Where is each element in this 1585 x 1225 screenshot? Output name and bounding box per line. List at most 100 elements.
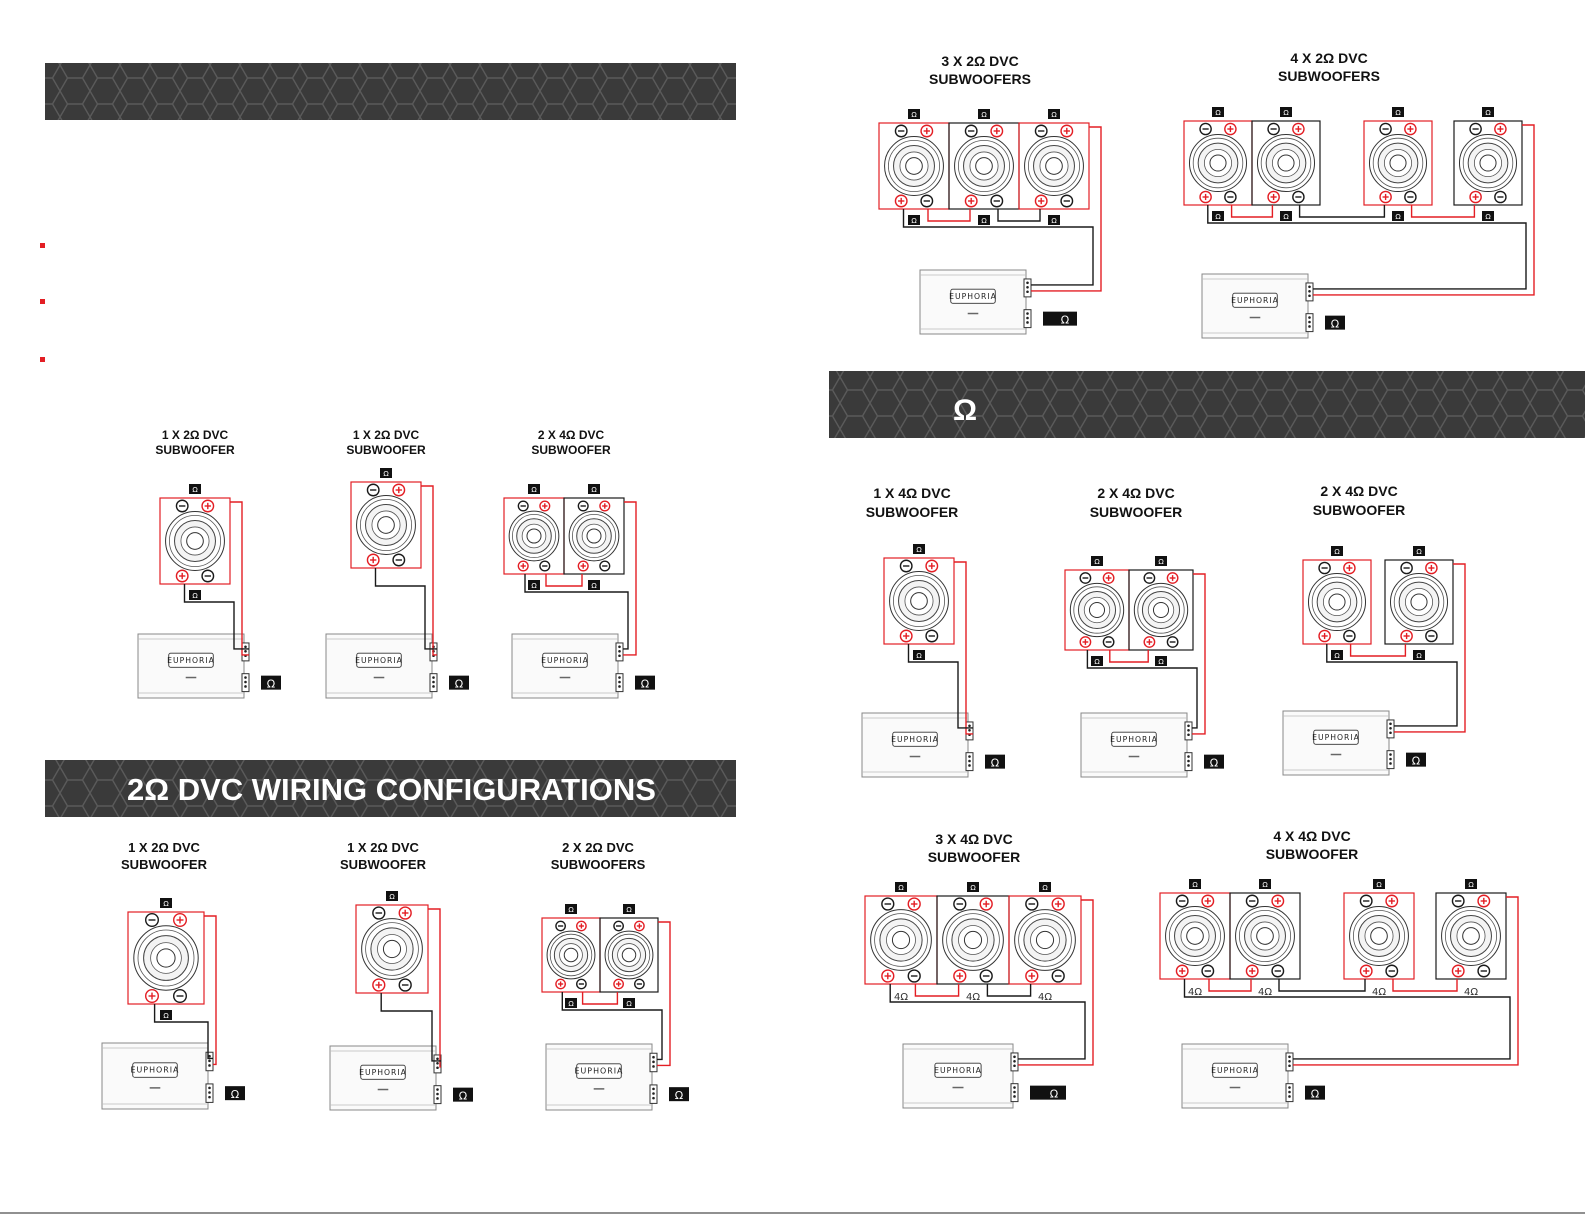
positive-terminal-icon <box>953 969 967 983</box>
ohm-label: Ω <box>1158 558 1164 566</box>
wire-negative <box>889 984 1086 1060</box>
ohm-label: Ω <box>1468 881 1474 889</box>
positive-terminal-icon <box>1034 194 1048 208</box>
impedance-tag: Ω <box>1212 107 1224 117</box>
positive-terminal-icon <box>1267 190 1280 204</box>
impedance-tag: Ω <box>453 1087 473 1103</box>
bullet-marker <box>40 357 45 362</box>
impedance-tag: Ω <box>1212 211 1224 221</box>
amp-logo <box>1111 731 1157 747</box>
positive-terminal-icon <box>899 629 913 643</box>
negative-terminal-icon <box>920 194 934 208</box>
negative-terminal-icon <box>576 978 587 990</box>
amp-logo <box>360 1064 406 1080</box>
sub-dustcap <box>1328 593 1346 611</box>
negative-terminal-icon <box>1379 122 1392 136</box>
wire-negative <box>986 984 1032 997</box>
wire-positive <box>204 915 217 1066</box>
impedance-tag-box <box>1280 211 1292 221</box>
config-title-l4-line1: 1 X 2Ω DVC <box>128 840 200 855</box>
impedance-tag: Ω <box>1482 211 1494 221</box>
subwoofer-icon <box>889 571 949 631</box>
ohm-label: Ω <box>1311 1088 1319 1101</box>
config-title-r4-line1: 2 X 4Ω DVC <box>1097 485 1174 501</box>
impedance-tag: Ω <box>528 484 540 494</box>
impedance-tag-box <box>1039 882 1051 892</box>
coil-impedance-label: 4Ω <box>1188 987 1202 998</box>
wire-positive <box>1392 979 1458 992</box>
ohm-label: Ω <box>1334 652 1340 660</box>
impedance-tag: Ω <box>1392 211 1404 221</box>
impedance-tag: Ω <box>1305 1085 1325 1101</box>
positive-terminal-icon <box>144 989 159 1004</box>
amplifier-icon: EUPHORIA <box>919 269 1032 335</box>
bullet-list <box>40 243 45 362</box>
wire-negative <box>902 209 1094 286</box>
ohm-label: Ω <box>1042 884 1048 892</box>
config-title-r1-line1: 3 X 2Ω DVC <box>941 53 1018 69</box>
ohm-label: Ω <box>991 757 999 770</box>
positive-terminal-icon <box>1175 964 1189 978</box>
positive-terminal-icon <box>1469 190 1482 204</box>
impedance-tag-box <box>189 590 201 600</box>
ohm-label: Ω <box>1051 217 1057 225</box>
impedance-tag: Ω <box>978 109 990 119</box>
positive-terminal-icon <box>1477 894 1491 908</box>
wire-positive <box>1208 979 1252 992</box>
impedance-tag: Ω <box>913 650 925 660</box>
sub-dustcap <box>1256 927 1274 945</box>
impedance-tag: Ω <box>1091 556 1103 566</box>
wiring-diagrams: ΩΩEUPHORIAΩΩEUPHORIAΩΩΩΩΩEUPHORIAΩΩΩEUPH… <box>101 107 1535 1111</box>
config-title-r3-line2: SUBWOOFER <box>866 504 959 520</box>
sub-dustcap <box>1035 930 1055 950</box>
positive-terminal-icon <box>1343 561 1356 575</box>
positive-terminal-icon <box>517 560 529 572</box>
negative-terminal-icon <box>366 483 380 497</box>
subwoofer-icon <box>356 495 416 555</box>
positive-terminal-icon <box>1143 636 1156 648</box>
impedance-tag-box <box>978 215 990 225</box>
subwoofer-icon <box>1014 909 1076 971</box>
impedance-tag: Ω <box>449 675 469 691</box>
impedance-tag: Ω <box>1413 546 1425 556</box>
sub-dustcap <box>975 157 993 175</box>
positive-terminal-icon <box>539 500 551 512</box>
negative-terminal-icon <box>613 920 624 932</box>
positive-terminal-icon <box>1271 894 1285 908</box>
wire-negative <box>561 992 663 1061</box>
negative-terminal-icon <box>555 920 566 932</box>
impedance-tag-box <box>1482 107 1494 117</box>
impedance-tag-box <box>528 484 540 494</box>
impedance-tag-box <box>1331 546 1343 556</box>
negative-terminal-icon <box>894 124 908 138</box>
positive-terminal-icon <box>1318 629 1331 643</box>
wire-negative <box>1207 205 1527 290</box>
coil-impedance-label: 4Ω <box>894 992 908 1003</box>
impedance-tag-box <box>913 650 925 660</box>
subwoofer-icon <box>1389 572 1449 632</box>
wire-negative <box>1326 644 1458 727</box>
banner-top-left <box>45 63 736 120</box>
wire-negative <box>1298 205 1386 218</box>
negative-terminal-icon <box>517 500 529 512</box>
positive-terminal-icon <box>894 194 908 208</box>
sub-dustcap <box>1088 601 1106 619</box>
amp-brand-label: EUPHORIA <box>1312 733 1360 742</box>
impedance-tag-box <box>635 675 655 690</box>
coil-impedance-label: 4Ω <box>1038 992 1052 1003</box>
negative-terminal-icon <box>899 559 913 573</box>
voice-coil-frame <box>355 904 429 994</box>
ohm-label: Ω <box>455 678 463 691</box>
impedance-tag-box <box>1030 1085 1066 1100</box>
impedance-tag-box <box>1482 211 1494 221</box>
sub-dustcap <box>382 939 402 959</box>
negative-terminal-icon <box>1494 190 1507 204</box>
subwoofer-icon <box>1235 906 1295 966</box>
negative-terminal-icon <box>1400 561 1413 575</box>
ohm-label: Ω <box>626 906 632 914</box>
sub-dustcap <box>910 592 928 610</box>
impedance-tag-box <box>985 754 1005 769</box>
impedance-tag-box <box>1204 754 1224 769</box>
config-title-l6-line1: 2 X 2Ω DVC <box>562 840 634 855</box>
